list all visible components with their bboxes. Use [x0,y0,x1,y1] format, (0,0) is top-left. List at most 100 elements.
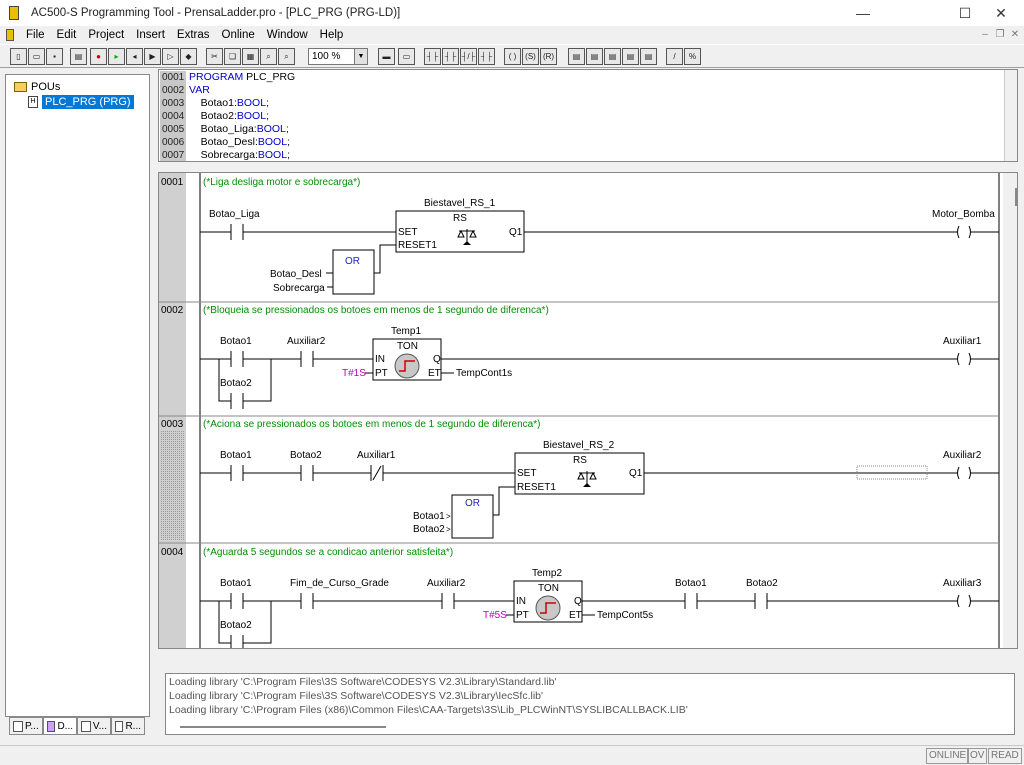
set-coil-icon[interactable]: (S) [522,48,539,65]
copy-icon[interactable]: ❏ [224,48,241,65]
ladder-scrollbar[interactable] [1003,173,1017,648]
tab-datatypes[interactable]: D... [43,717,77,735]
pin-label: Q1 [629,468,643,479]
et-output: TempCont1s [456,368,512,379]
or-block[interactable] [451,494,494,539]
tab-pous[interactable]: P... [9,717,43,735]
find-next-icon[interactable]: ⌕ [278,48,295,65]
mdi-close-icon[interactable]: ✕ [1010,29,1020,40]
contact-label: Botao2 [746,578,778,589]
ladder-editor[interactable]: 0001 (*Liga desliga motor e sobrecarga*)… [158,172,1018,649]
or-block[interactable] [332,249,375,295]
run-icon[interactable]: ▶ [144,48,161,65]
message-scroll-thumb[interactable] [180,726,386,728]
pin-label: PT [375,368,388,379]
output-icon[interactable]: ▤ [622,48,639,65]
pin-label: Q [433,354,441,365]
save-icon[interactable]: ▪ [46,48,63,65]
pou-item-plc-prg[interactable]: H PLC_PRG (PRG) [28,95,134,109]
breakpoint-icon[interactable]: ◆ [180,48,197,65]
login-icon[interactable]: ▸ [108,48,125,65]
menu-edit[interactable]: Edit [56,28,77,41]
zoom-select[interactable]: 100 % ▼ [308,48,368,65]
logout-icon[interactable]: ◂ [126,48,143,65]
line-number: 0007 [160,149,186,161]
pin-label: Q1 [509,227,523,238]
menu-insert[interactable]: Insert [136,28,165,41]
declaration-scrollbar[interactable] [1004,70,1017,161]
step-icon[interactable]: ▷ [162,48,179,65]
menu-project[interactable]: Project [88,28,125,41]
comment-icon[interactable]: ▭ [398,48,415,65]
tab-resources[interactable]: R... [111,717,145,735]
minimize-button[interactable]: — [856,5,870,21]
contact-label: Auxiliar2 [427,578,466,589]
chevron-down-icon[interactable]: ▼ [354,49,367,64]
menu-extras[interactable]: Extras [176,28,210,41]
build-icon[interactable]: ▤ [70,48,87,65]
contact-label: Botao_Liga [209,209,260,220]
status-bar: ONLINE OV READ [0,745,1024,765]
pou-root-node[interactable]: POUs [14,81,60,93]
network-0002[interactable]: 0002 (*Bloqueia se pressionados os botoe… [161,305,999,409]
message-window[interactable]: Loading library 'C:\Program Files\3S Sof… [165,673,1015,735]
contact-label: Botao2 [220,378,252,389]
decl-line: 0007 Sobrecarga:BOOL; [159,149,999,161]
coil-icon[interactable]: ( ) [504,48,521,65]
insertion-marker[interactable] [856,465,928,480]
ladder-scroll-thumb[interactable] [1015,188,1017,206]
open-icon[interactable]: ▭ [28,48,45,65]
find-icon[interactable]: ⌕ [260,48,277,65]
jump-icon[interactable]: ▤ [640,48,657,65]
line-number: 0002 [160,84,186,97]
tab-visualizations[interactable]: V... [77,717,111,735]
wire [243,359,272,402]
menu-help[interactable]: Help [319,28,344,41]
mdi-minimize-icon[interactable]: – [982,29,988,40]
box-icon[interactable]: ▤ [568,48,585,65]
semicolon: ; [285,123,289,135]
fb-instance-name: Temp1 [391,326,421,337]
network-0003[interactable]: 0003 (*Aciona se pressionados os botoes … [161,419,999,539]
network-gutter [159,173,186,648]
coil-label: Auxiliar1 [943,336,982,347]
network-icon[interactable]: ▬ [378,48,395,65]
menu-window[interactable]: Window [266,28,308,41]
pin-label: ET [428,368,441,379]
mdi-restore-icon[interactable]: ❐ [995,29,1005,40]
menu-file[interactable]: File [26,28,45,41]
network-0004[interactable]: 0004 (*Aguarda 5 segundos se a condicao … [161,547,999,648]
fb-instance-name: Temp2 [532,568,562,579]
pen-icon[interactable]: / [666,48,683,65]
network-0001[interactable]: 0001 (*Liga desliga motor e sobrecarga*)… [161,177,999,295]
function-block-icon[interactable]: ▤ [586,48,603,65]
contact-icon[interactable]: ┤├ [424,48,441,65]
wire [243,601,272,644]
stop-icon[interactable]: ● [90,48,107,65]
menu-online[interactable]: Online [221,28,255,41]
or-input-label: Botao1 [413,511,445,522]
contact-label: Botao2 [220,620,252,631]
pou-root-label: POUs [31,81,61,93]
zoom-value: 100 % [312,51,341,62]
datatype-tab-icon [47,720,56,732]
new-icon[interactable]: ▯ [10,48,27,65]
document-icon[interactable] [6,28,14,41]
parallel-contact-icon[interactable]: ┤├ [442,48,459,65]
pin-label: Q [574,596,582,607]
parallel-negated-icon[interactable]: ┤├ [478,48,495,65]
line-number: 0004 [160,110,186,123]
negate-icon[interactable]: % [684,48,701,65]
tab-visualizations-label: V... [92,720,107,732]
maximize-button[interactable]: ☐ [958,4,972,21]
close-button[interactable]: ✕ [995,4,1007,21]
negated-contact-icon[interactable]: ┤/├ [460,48,477,65]
cut-icon[interactable]: ✂ [206,48,223,65]
reset-coil-icon[interactable]: (R) [540,48,557,65]
input-icon[interactable]: ▤ [604,48,621,65]
paste-icon[interactable]: ▦ [242,48,259,65]
pin-label: ET [569,610,582,621]
pou-tab-icon [13,720,23,732]
